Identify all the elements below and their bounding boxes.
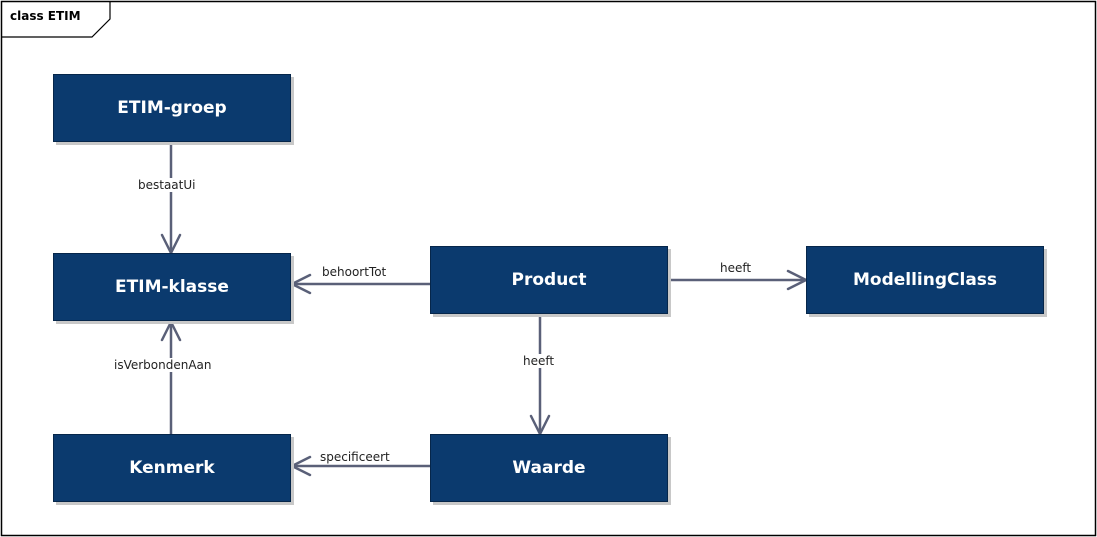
frame-title: class ETIM bbox=[10, 9, 81, 23]
relation-label-heeft-waarde: heeft bbox=[521, 354, 557, 368]
class-waarde-label: Waarde bbox=[512, 458, 586, 478]
class-etim-groep[interactable]: ETIM-groep bbox=[53, 74, 291, 142]
arrowhead-kenmerk-klasse bbox=[160, 320, 182, 342]
class-modelling-class[interactable]: ModellingClass bbox=[806, 246, 1044, 314]
class-etim-klasse[interactable]: ETIM-klasse bbox=[53, 253, 291, 321]
class-kenmerk-label: Kenmerk bbox=[129, 458, 215, 478]
class-product[interactable]: Product bbox=[430, 246, 668, 314]
diagram-frame-tab bbox=[1, 1, 111, 38]
class-waarde[interactable]: Waarde bbox=[430, 434, 668, 502]
relation-label-heeft-modelling: heeft bbox=[718, 261, 754, 275]
relation-label-isverbondenaan: isVerbondenAan bbox=[112, 358, 214, 372]
class-etim-groep-label: ETIM-groep bbox=[117, 98, 227, 118]
class-product-label: Product bbox=[511, 270, 587, 290]
relation-label-specificeert: specificeert bbox=[318, 450, 392, 464]
relation-label-behoorttot: behoortTot bbox=[320, 265, 389, 279]
class-kenmerk[interactable]: Kenmerk bbox=[53, 434, 291, 502]
class-etim-klasse-label: ETIM-klasse bbox=[115, 277, 229, 297]
arrowhead-product-klasse bbox=[290, 273, 312, 295]
relation-label-bestaatui: bestaatUi bbox=[136, 178, 198, 192]
arrowhead-waarde-kenmerk bbox=[290, 455, 312, 477]
class-modelling-class-label: ModellingClass bbox=[852, 270, 998, 290]
